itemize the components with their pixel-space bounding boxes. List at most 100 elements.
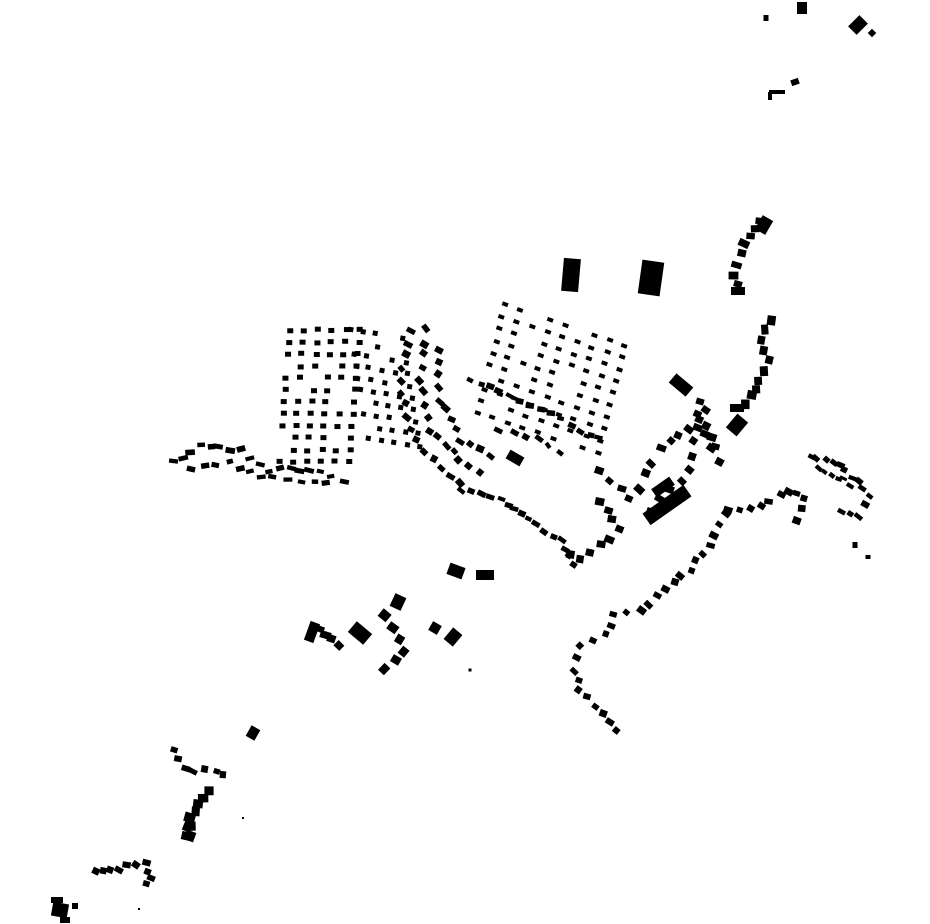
- building: [600, 360, 608, 367]
- building: [336, 411, 343, 417]
- building: [676, 476, 688, 487]
- building: [594, 497, 605, 507]
- building: [304, 448, 311, 454]
- building: [465, 439, 475, 449]
- building: [776, 489, 787, 500]
- building: [604, 476, 615, 486]
- building: [756, 335, 766, 345]
- building: [421, 323, 431, 334]
- building: [720, 508, 732, 519]
- building: [180, 764, 191, 773]
- building: [576, 392, 584, 399]
- building: [485, 493, 495, 501]
- building: [524, 515, 533, 522]
- building: [746, 389, 758, 401]
- building: [298, 350, 305, 356]
- building: [504, 420, 512, 427]
- building: [651, 476, 675, 498]
- building: [790, 77, 800, 87]
- building: [575, 427, 585, 436]
- building: [399, 335, 406, 342]
- building: [142, 879, 151, 888]
- building: [397, 645, 410, 658]
- building: [620, 342, 628, 349]
- building: [402, 339, 414, 349]
- building: [666, 435, 676, 446]
- building: [478, 381, 486, 388]
- building: [591, 702, 600, 711]
- building: [290, 447, 297, 453]
- building: [555, 411, 563, 418]
- building: [608, 610, 618, 618]
- building: [570, 351, 578, 358]
- building: [512, 318, 520, 325]
- building: [392, 370, 399, 376]
- building: [490, 350, 498, 357]
- building: [305, 434, 312, 440]
- building: [758, 345, 769, 356]
- building: [635, 605, 648, 616]
- building: [169, 746, 179, 754]
- building: [653, 493, 665, 504]
- building: [799, 494, 809, 503]
- building: [567, 421, 577, 430]
- building: [372, 330, 379, 337]
- building: [860, 499, 871, 509]
- building: [360, 328, 367, 335]
- building: [324, 374, 331, 380]
- building: [456, 486, 466, 495]
- building: [533, 365, 541, 372]
- building: [354, 350, 361, 356]
- building: [212, 767, 221, 775]
- building: [845, 482, 855, 490]
- building: [326, 633, 337, 644]
- building: [326, 473, 335, 479]
- building: [121, 861, 132, 869]
- building: [292, 434, 299, 440]
- building: [350, 411, 357, 417]
- building: [306, 423, 313, 429]
- building: [242, 817, 244, 819]
- building: [642, 484, 692, 526]
- building: [146, 873, 156, 883]
- building: [343, 327, 350, 333]
- building: [200, 462, 210, 470]
- building: [604, 717, 616, 727]
- building: [401, 412, 413, 423]
- building: [611, 726, 621, 735]
- building: [91, 866, 101, 876]
- building: [828, 471, 836, 480]
- building: [579, 444, 587, 451]
- building: [357, 386, 364, 393]
- building: [476, 489, 487, 499]
- building: [185, 821, 196, 831]
- building: [540, 341, 548, 348]
- building: [299, 339, 306, 345]
- building: [763, 498, 774, 505]
- building: [746, 232, 756, 240]
- building: [339, 478, 350, 485]
- building: [505, 392, 515, 400]
- building: [544, 328, 552, 335]
- building: [593, 434, 604, 441]
- building: [601, 629, 610, 638]
- building: [245, 468, 255, 475]
- building: [585, 548, 595, 557]
- building: [846, 509, 855, 518]
- building: [429, 454, 439, 464]
- building: [660, 584, 671, 594]
- building: [688, 435, 699, 446]
- building: [280, 410, 287, 416]
- building: [360, 411, 367, 417]
- building: [356, 339, 363, 345]
- building: [580, 380, 588, 387]
- building: [440, 402, 452, 414]
- building: [389, 654, 403, 666]
- building: [558, 333, 566, 340]
- building: [575, 641, 585, 651]
- building: [756, 501, 767, 511]
- building: [513, 383, 521, 389]
- building: [454, 477, 466, 489]
- building: [848, 15, 868, 35]
